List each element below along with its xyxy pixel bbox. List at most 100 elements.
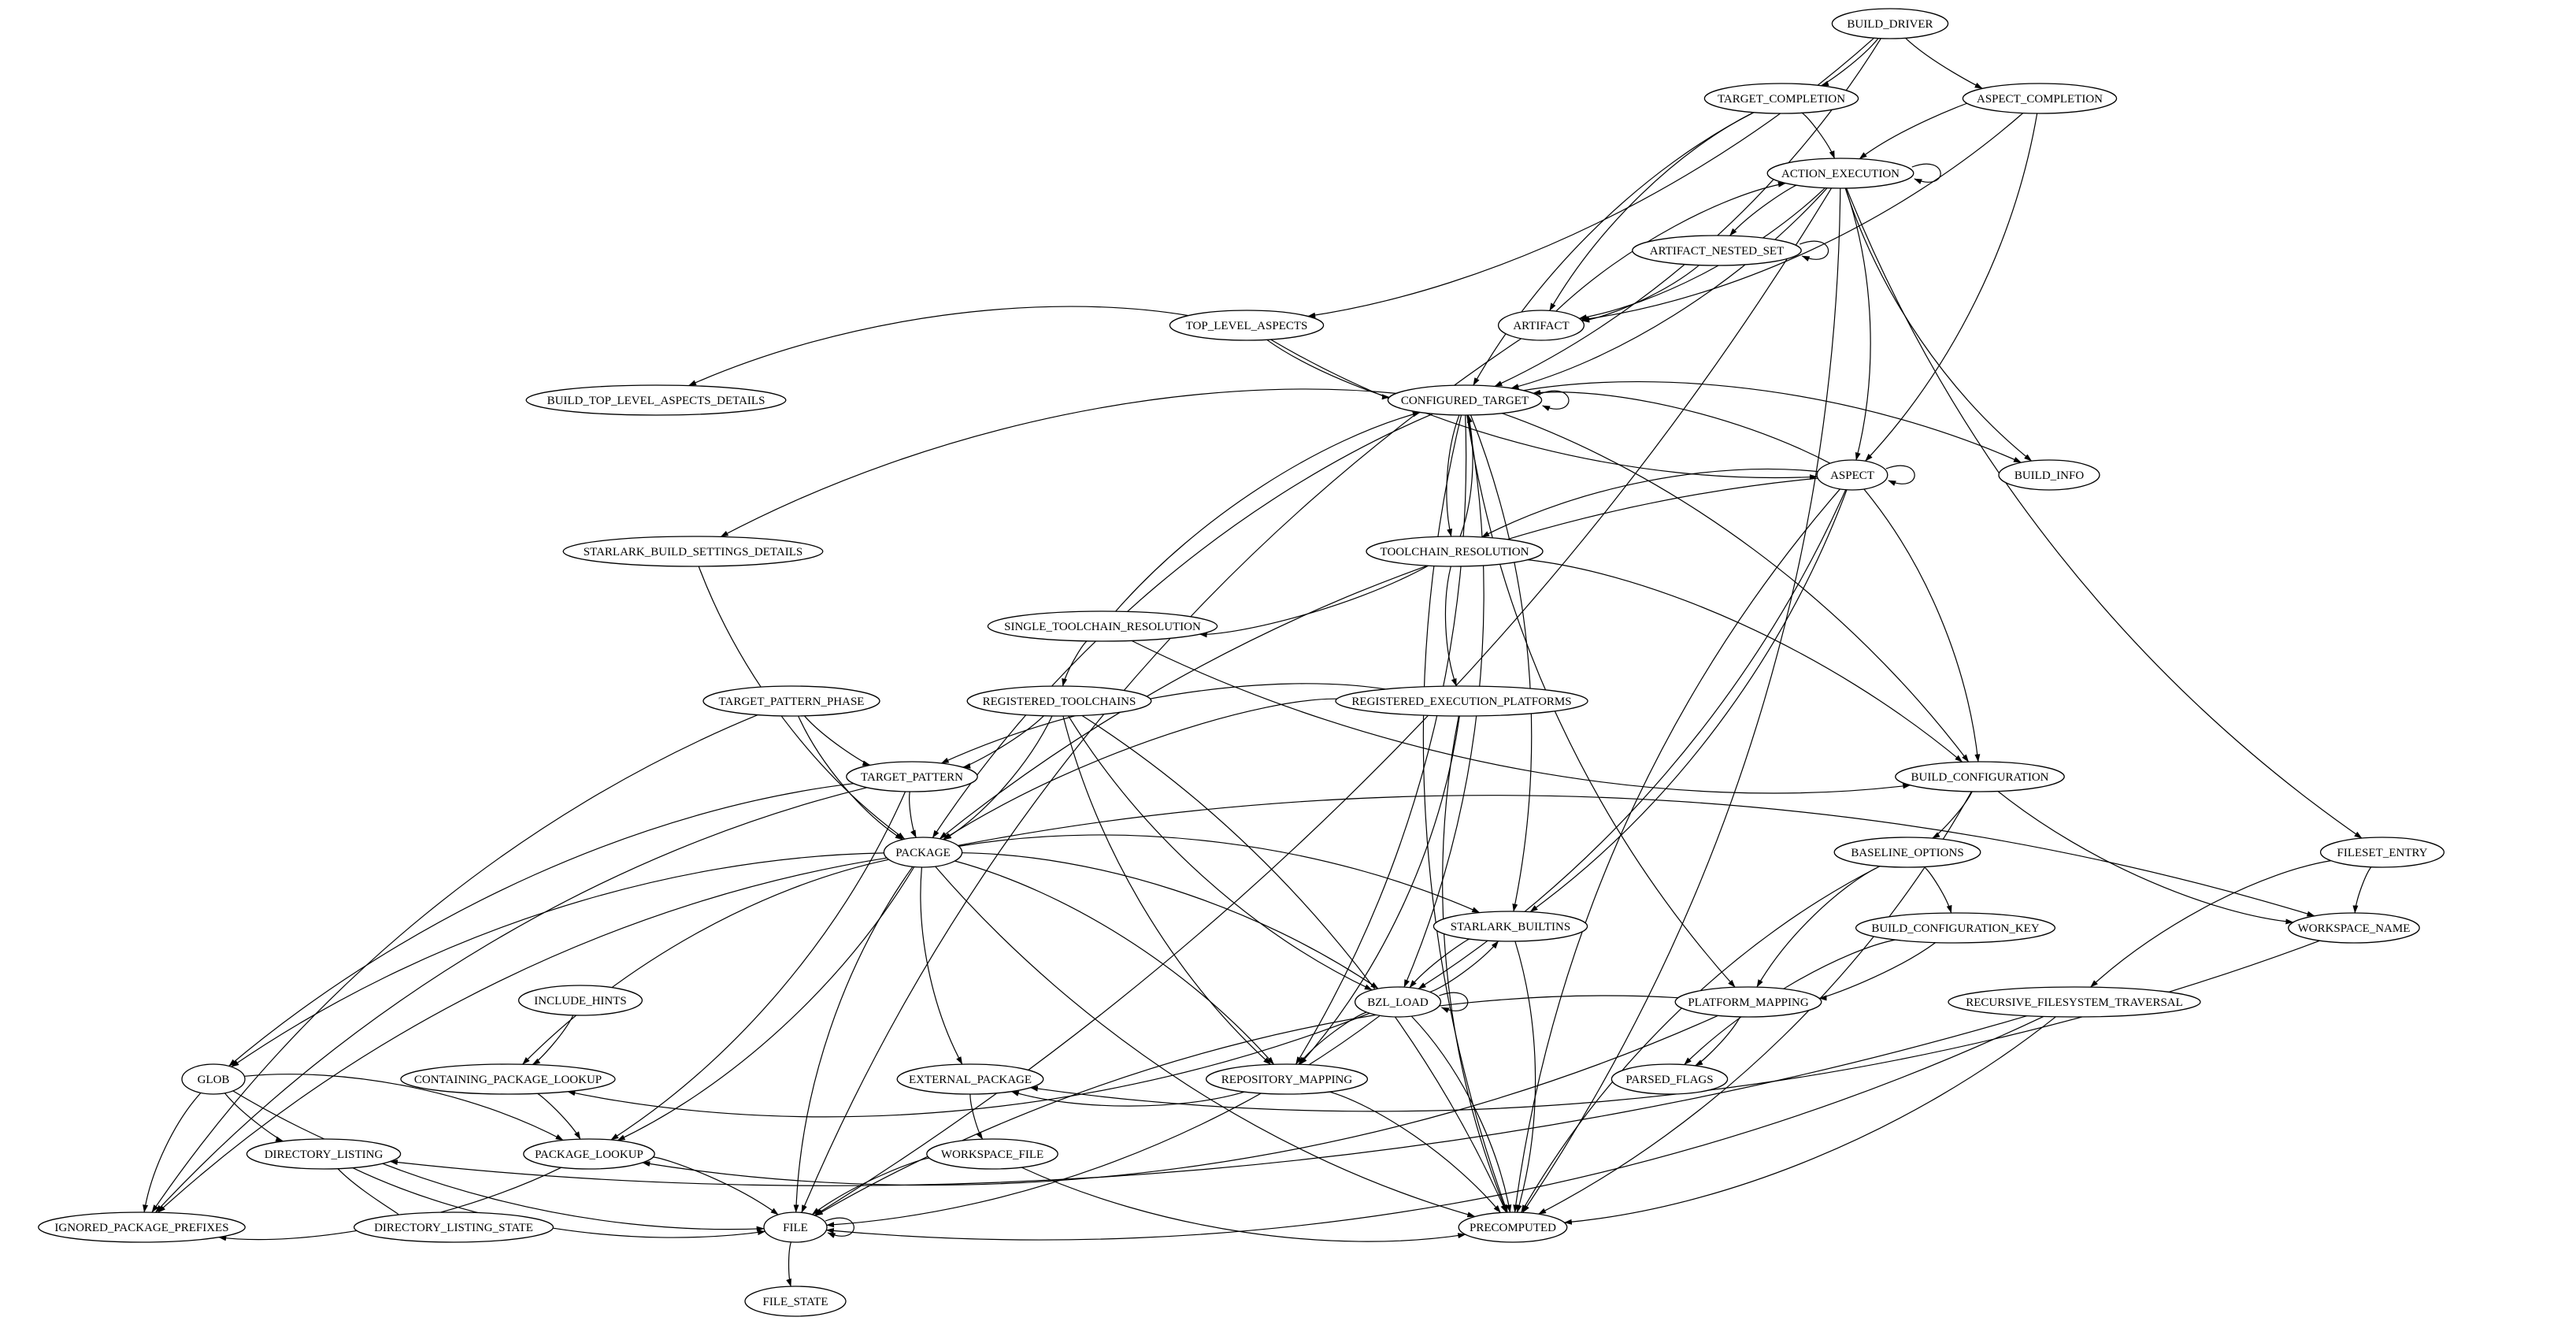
edge-registered_execution_platforms-to-package [943,698,1337,840]
edge-action_execution-to-precomputed [1522,187,1841,1213]
node-ellipse [1610,1063,1729,1095]
edge-artifact_nested_set-to-artifact [1581,265,1700,323]
edge-toolchain_resolution-to-build_configuration [1527,559,1963,762]
node-target-pattern-phase: TARGET_PATTERN_PHASE [702,685,880,717]
node-ellipse [1632,235,1802,266]
node-ellipse [1833,837,1981,868]
node-ellipse [846,761,978,792]
edge-workspace_file-to-precomputed [1021,1167,1466,1242]
edge-package-to-precomputed [935,866,1476,1218]
node-label: PACKAGE [895,847,950,859]
node-target-pattern: TARGET_PATTERN [846,761,978,792]
edge-directory_listing-to-file [352,1167,766,1238]
node-ellipse [517,985,643,1016]
edge-glob-to-ignored_package_prefixes [143,1092,202,1213]
edge-registered_toolchains-to-bzl_load [1068,715,1373,991]
node-build-driver: BUILD_DRIVER [1831,8,1949,39]
node-ellipse [1354,986,1442,1018]
edge-single_toolchain_resolution-to-build_configuration [1131,640,1911,794]
edge-package-to-bzl_load [962,852,1379,989]
node-include-hints: INCLUDE_HINTS [517,985,643,1016]
edge-configured_target-to-starlark_build_settings_details [720,388,1396,537]
edge-configured_target-to-build_configuration [1501,413,1970,762]
edge-target_pattern-to-glob [228,783,854,1067]
node-directory-listing: DIRECTORY_LISTING [246,1138,402,1170]
edge-registered_execution_platforms-to-target_pattern [940,683,1386,764]
edge-registered_toolchains-to-target_pattern [962,715,1044,769]
node-ellipse [1703,83,1859,114]
edge-package-to-containing_package_lookup [522,859,889,1065]
node-ellipse [763,1211,828,1243]
edge-configured_target-to-configured_target [1540,390,1570,411]
node-label: CONFIGURED_TARGET [1401,395,1529,407]
edge-configured_target-to-platform_mapping [1466,414,1736,988]
node-build-configuration: BUILD_CONFIGURATION [1895,761,2065,792]
node-ellipse [896,1063,1044,1095]
edge-aspect-to-toolchain_resolution [1481,468,1818,538]
node-ignored-package-prefixes: IGNORED_PACKAGE_PREFIXES [38,1211,246,1243]
node-aspect: ASPECT [1816,459,1888,491]
edge-target_completion-to-action_execution [1801,112,1836,159]
node-label: BUILD_INFO [2014,469,2084,482]
edge-external_package-to-workspace_file [969,1093,984,1140]
edge-include_hints-to-containing_package_lookup [532,1015,574,1066]
edge-baseline_options-to-precomputed [1521,866,1881,1213]
edge-package-to-repository_mapping [954,860,1274,1065]
edge-configured_target-to-package [932,413,1433,839]
edge-target_pattern-to-package_lookup [610,791,906,1141]
edge-recursive_filesystem_traversal-to-directory_listing [389,1015,2028,1186]
edge-build_driver-to-target_completion [1821,38,1879,87]
node-ellipse [1458,1211,1568,1243]
edge-package_lookup-to-file [653,1156,779,1215]
edge-aspect_completion-to-artifact [1581,113,2024,322]
edge-starlark_builtins-to-bzl_load [1409,938,1470,989]
node-ellipse [1674,986,1822,1018]
node-label: STARLARK_BUILTINS [1451,921,1570,933]
edge-target_pattern_phase-to-ignored_package_prefixes [151,714,758,1213]
edge-glob-to-package_lookup [244,1074,564,1141]
edge-single_toolchain_resolution-to-registered_toolchains [1062,640,1088,687]
edge-aspect-to-configured_target [1533,389,1831,464]
node-label: ARTIFACT [1513,320,1569,332]
node-target-completion: TARGET_COMPLETION [1703,83,1859,114]
edge-package-to-package_lookup [617,866,915,1141]
node-ellipse [525,384,787,416]
edge-repository_mapping-to-precomputed [1329,1091,1501,1213]
edge-top_level_aspects-to-configured_target [1266,339,1390,400]
node-ellipse [353,1211,554,1243]
edge-file-to-file [825,1217,854,1238]
edge-bzl_load-to-starlark_builtins [1429,941,1499,993]
node-label: ARTIFACT_NESTED_SET [1650,245,1785,258]
node-package: PACKAGE [883,837,963,868]
node-label: PACKAGE_LOOKUP [535,1148,643,1161]
edge-containing_package_lookup-to-package_lookup [537,1093,581,1140]
node-ellipse [181,1063,246,1095]
node-registered-execution-platforms: REGISTERED_EXECUTION_PLATFORMS [1335,685,1588,717]
edge-toolchain_resolution-to-single_toolchain_resolution [1199,565,1429,638]
edge-artifact_nested_set-to-artifact_nested_set [1799,240,1829,262]
edge-artifact-to-action_execution [1555,181,1786,312]
node-ellipse [1766,158,1914,189]
edge-fileset_entry-to-recursive_filesystem_traversal [2090,860,2331,988]
edge-bzl_load-to-precomputed [1410,1015,1512,1213]
node-ellipse [883,837,963,868]
node-label: FILE_STATE [763,1296,828,1308]
node-ellipse [562,536,824,567]
edge-build_configuration_key-to-platform_mapping [1818,942,1937,1001]
edge-top_level_aspects-to-build_top_level_aspects_details [688,306,1188,387]
node-toolchain-resolution: TOOLCHAIN_RESOLUTION [1366,536,1544,567]
node-label: BUILD_CONFIGURATION [1911,771,2049,784]
node-ellipse [966,685,1152,717]
edge-target_pattern_phase-to-package [798,715,903,840]
node-registered-toolchains: REGISTERED_TOOLCHAINS [966,685,1152,717]
node-label: PARSED_FLAGS [1625,1074,1713,1086]
node-label: SINGLE_TOOLCHAIN_RESOLUTION [1004,621,1201,633]
edge-bzl_load-to-file [826,1015,1381,1228]
node-ellipse [744,1286,847,1317]
edge-aspect_completion-to-aspect [1865,113,2038,462]
edge-glob-to-directory_listing [224,1093,284,1142]
edge-recursive_filesystem_traversal-to-file [825,1015,2044,1241]
edge-bzl_load-to-bzl_load [1439,992,1469,1013]
